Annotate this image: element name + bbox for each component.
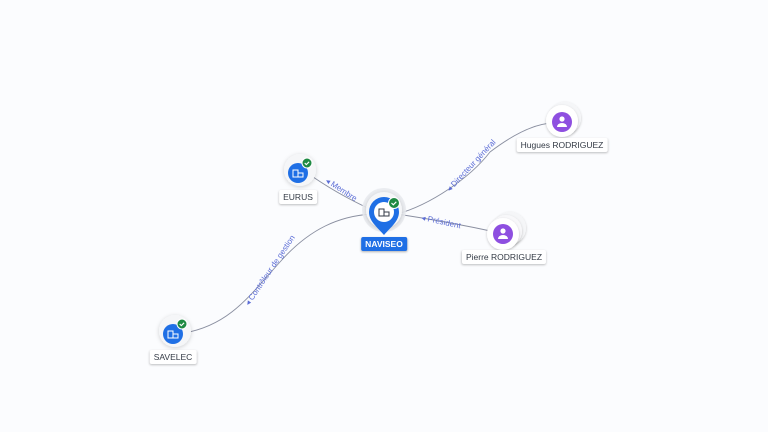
node-naviseo[interactable] <box>362 188 406 235</box>
node-eurus[interactable] <box>284 154 316 186</box>
person-icon <box>498 228 508 239</box>
verified-check-icon <box>176 318 188 330</box>
edge-label-controleur: ◂ Contrôleur de gestion <box>243 233 297 307</box>
edge-label-president: ◂ Président <box>421 213 463 230</box>
node-label-eurus[interactable]: EURUS <box>279 190 317 204</box>
node-savelec[interactable] <box>159 315 191 347</box>
verified-check-icon <box>388 197 400 209</box>
node-label-naviseo[interactable]: NAVISEO <box>361 237 407 251</box>
person-icon <box>557 116 567 127</box>
edge-hugues-naviseo <box>396 122 553 215</box>
node-label-pierre-rodriguez[interactable]: Pierre RODRIGUEZ <box>461 250 547 264</box>
edge-label-membre: ◂ Membre <box>324 176 359 203</box>
node-label-savelec[interactable]: SAVELEC <box>149 350 197 364</box>
edge-label-directeur-general: ◂ Directeur général <box>445 138 498 194</box>
building-icon <box>292 169 304 178</box>
building-icon <box>378 208 390 217</box>
edge-savelec-naviseo <box>183 213 373 334</box>
node-hugues-rodriguez[interactable] <box>546 102 581 137</box>
node-pierre-rodriguez[interactable] <box>487 212 526 250</box>
node-label-hugues-rodriguez[interactable]: Hugues RODRIGUEZ <box>516 138 608 152</box>
verified-check-icon <box>301 157 313 169</box>
building-icon <box>167 330 179 339</box>
